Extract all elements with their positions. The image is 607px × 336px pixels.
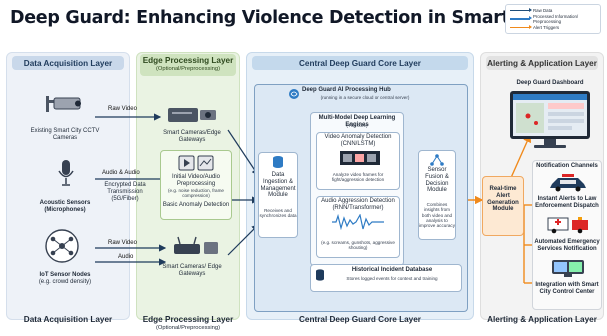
video-file-icon	[178, 155, 214, 171]
notification-channels	[532, 160, 602, 310]
footer-edge: Edge Processing Layer (Optional/Preproce…	[130, 315, 246, 333]
alert-generation-module	[482, 176, 524, 236]
cctv-label: Existing Smart City CCTV Cameras	[30, 128, 100, 141]
cctv-camera-icon	[44, 96, 84, 120]
flow-label-audio: Audio	[118, 254, 134, 260]
channels-title: Notification Channels	[536, 163, 598, 169]
edge-header-title: Edge Processing Layer	[142, 56, 234, 65]
edge-header: Edge Processing Layer (Optional/Preproce…	[140, 54, 236, 76]
engines-subtitle: (The core)	[346, 123, 368, 128]
alerting-header: Alerting & Application Layer	[486, 56, 598, 70]
iot-title: IoT Sensor Nodes	[39, 272, 91, 278]
legend-item-alert: Alert Triggers	[510, 25, 596, 30]
edge-preprocessing-box	[160, 150, 232, 220]
dashboard-label: Deep Guard Dashboard	[516, 80, 584, 86]
ingestion-title: Data Ingestion & Management Module	[260, 172, 296, 199]
page-title: Deep Guard: Enhancing Violence Detection…	[10, 8, 570, 28]
audio-aggression-title: Audio Aggression Detection (RNN/Transfor…	[321, 198, 395, 211]
footer-edge-title: Edge Processing Layer	[142, 315, 234, 324]
flow-label-audio-audio: Audio & Audio	[102, 170, 140, 176]
acoustic-subtitle: (Microphones)	[44, 206, 86, 213]
emergency-label: Automated Emergency Services Notificatio…	[534, 239, 600, 252]
flow-label-raw-video-2: Raw Video	[108, 240, 137, 246]
edge-gateways-label-1: Smart Cameras/Edge Gateways	[163, 130, 221, 143]
film-strip-icon	[340, 150, 380, 166]
engines-title-text: Multi-Model Deep Learning Engines	[318, 115, 396, 128]
legend-label-raw: Raw Data	[533, 8, 553, 13]
footer-acquisition: Data Acquisition Layer	[23, 315, 113, 324]
acquisition-header: Data Acquisition Layer	[12, 56, 124, 70]
legend-swatch-raw	[510, 8, 532, 12]
historical-database	[310, 264, 462, 292]
database-title-text: Historical Incident Database	[351, 267, 433, 273]
ingestion-subtitle: Receives and synchronizes data	[259, 208, 297, 219]
footer-core: Central Deep Guard Core Layer	[299, 315, 421, 324]
fusion-title: Sensor Fusion & Decision Module	[425, 167, 449, 194]
legend-label-processed: Processed Information/ Preprocessing	[533, 14, 579, 24]
database-icon	[272, 155, 284, 169]
edge-gateway-icon	[166, 104, 218, 126]
core-header: Central Deep Guard Core Layer	[252, 56, 468, 70]
audio-aggression-sub: (e.g. screams, gunshots, aggressive shou…	[321, 240, 395, 251]
acoustic-title: Acoustic Sensors	[39, 200, 91, 206]
database-title: Historical Incident Database	[328, 267, 456, 274]
ambulance-icon	[546, 215, 592, 235]
edge-initial-label: Initial Video/Audio Preprocessing	[172, 174, 220, 187]
alert-generation-label: Real-time Alert Generation Module	[487, 186, 519, 213]
law-enforcement-label: Instant Alerts to Law Enforcement Dispat…	[535, 196, 599, 209]
audio-aggression-box	[316, 196, 400, 258]
iot-sensor-icon	[44, 228, 80, 264]
hub-title-text: Deep Guard AI Processing Hub	[302, 87, 391, 93]
control-center-icon	[550, 258, 586, 278]
engines-title: Multi-Model Deep Learning Engines	[312, 115, 402, 129]
acoustic-label: Acoustic Sensors (Microphones)	[20, 200, 110, 214]
fusion-subtitle: Combines insights from both video and an…	[419, 202, 455, 229]
brain-icon	[288, 87, 300, 99]
hub-title: Deep Guard AI Processing Hub	[302, 87, 442, 94]
database-subtitle: Stores logged events for context and tra…	[346, 276, 438, 281]
hub-subtitle: (running in a secure cloud or central se…	[320, 95, 410, 100]
control-center-label: Integration with Smart City Control Cent…	[535, 282, 599, 295]
footer-edge-subtitle: (Optional/Preprocessing)	[155, 325, 221, 331]
edge-basic-label: Basic Anomaly Detection	[162, 202, 230, 208]
edge-header-subtitle: (Optional/Preprocessing)	[155, 66, 221, 72]
acquisition-panel	[6, 52, 130, 320]
video-anomaly-sub: Analyze video frames for fight/aggressio…	[331, 172, 385, 183]
legend-item-processed: Processed Information/ Preprocessing	[510, 14, 596, 24]
video-anomaly-title: Video Anomaly Detection (CNN/LSTM)	[324, 134, 392, 147]
microphone-icon	[58, 160, 74, 186]
legend-swatch-alert	[510, 25, 532, 29]
iot-label: IoT Sensor Nodes (e.g. crowd density)	[20, 272, 110, 286]
legend-item-raw: Raw Data	[510, 8, 596, 13]
waveform-icon	[332, 213, 384, 231]
database-icon	[315, 268, 325, 281]
footer-alerting: Alerting & Application Layer	[487, 315, 597, 324]
edge-initial-sub: (e.g. noise reduction, frame compression…	[168, 188, 224, 199]
legend-label-alert: Alert Triggers	[533, 25, 560, 30]
iot-subtitle: (e.g. crowd density)	[38, 278, 92, 285]
fusion-module	[418, 150, 456, 240]
police-car-icon	[548, 174, 588, 192]
legend-swatch-processed	[510, 16, 532, 20]
edge-router-icon	[172, 236, 220, 256]
flow-label-raw-video-1: Raw Video	[108, 106, 137, 112]
network-icon	[430, 153, 444, 166]
edge-gateways-label-2: Smart Cameras/ Edge Gateways	[162, 264, 222, 277]
monitor-icon	[508, 90, 592, 150]
flow-label-encrypted: Encrypted Data Transmission (5G/Fiber)	[104, 182, 146, 202]
legend: Raw Data Processed Information/ Preproce…	[505, 4, 601, 34]
